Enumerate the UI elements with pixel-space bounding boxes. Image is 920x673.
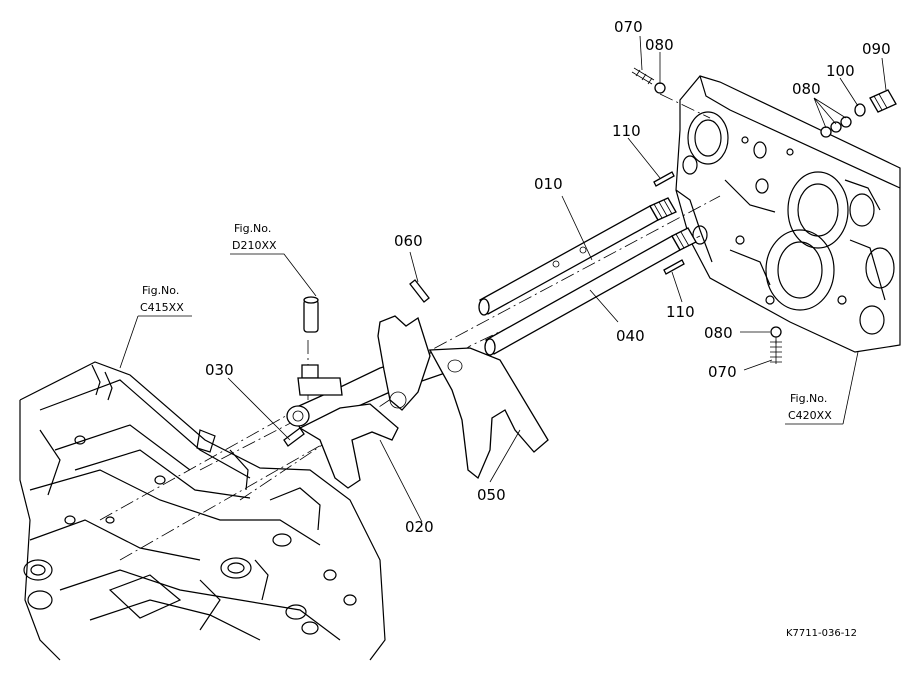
pin-110-top (653, 171, 675, 187)
callout-090: 090 (862, 40, 891, 58)
fig-ref-c415-label: Fig.No. (142, 284, 179, 297)
callout-080-bottom: 080 (704, 324, 733, 342)
ball-080-mid-a (820, 126, 832, 138)
spring-pin-060 (409, 279, 430, 303)
ball-080-mid-c (840, 116, 852, 128)
callout-080-top: 080 (645, 36, 674, 54)
spring-070-top (631, 67, 655, 85)
callout-110-bottom: 110 (666, 303, 695, 321)
fig-ref-c415-code: C415XX (140, 301, 184, 314)
callout-010: 010 (534, 175, 563, 193)
fig-ref-c420-label: Fig.No. (790, 392, 827, 405)
callout-110-top: 110 (612, 122, 641, 140)
shift-rod-040 (484, 227, 697, 356)
callout-100: 100 (826, 62, 855, 80)
figure-references: Fig.No. D210XX Fig.No. C415XX Fig.No. C4… (140, 222, 832, 422)
callout-060: 060 (394, 232, 423, 250)
shift-fork-050 (428, 347, 549, 480)
callout-070-top: 070 (614, 18, 643, 36)
ball-080-top (654, 82, 666, 94)
spring-070-bottom (770, 340, 782, 364)
small-parts (283, 67, 897, 447)
callout-050: 050 (477, 486, 506, 504)
cover-plate-housing (675, 75, 901, 353)
callout-080-mid: 080 (792, 80, 821, 98)
assembly-centerlines (99, 93, 777, 561)
callout-070-bottom: 070 (708, 363, 737, 381)
pin-030 (283, 427, 305, 447)
oring-100 (854, 103, 866, 117)
ball-080-bottom (770, 326, 782, 338)
callout-labels: 010 020 030 040 050 060 070 080 090 100 … (205, 18, 891, 536)
transmission-case-housing (19, 361, 386, 661)
pin-110-bottom (663, 259, 685, 275)
shift-rod-010 (478, 197, 677, 316)
callout-030: 030 (205, 361, 234, 379)
leader-lines (119, 35, 887, 523)
ball-080-mid-b (830, 121, 842, 133)
detent-plug (303, 299, 319, 333)
callout-020: 020 (405, 518, 434, 536)
drawing-id: K7711-036-12 (786, 628, 857, 639)
fig-ref-d210-label: Fig.No. (234, 222, 271, 235)
fig-ref-d210-code: D210XX (232, 239, 277, 252)
shift-fork-020 (286, 315, 449, 489)
callout-040: 040 (616, 327, 645, 345)
fig-ref-c420-code: C420XX (788, 409, 832, 422)
